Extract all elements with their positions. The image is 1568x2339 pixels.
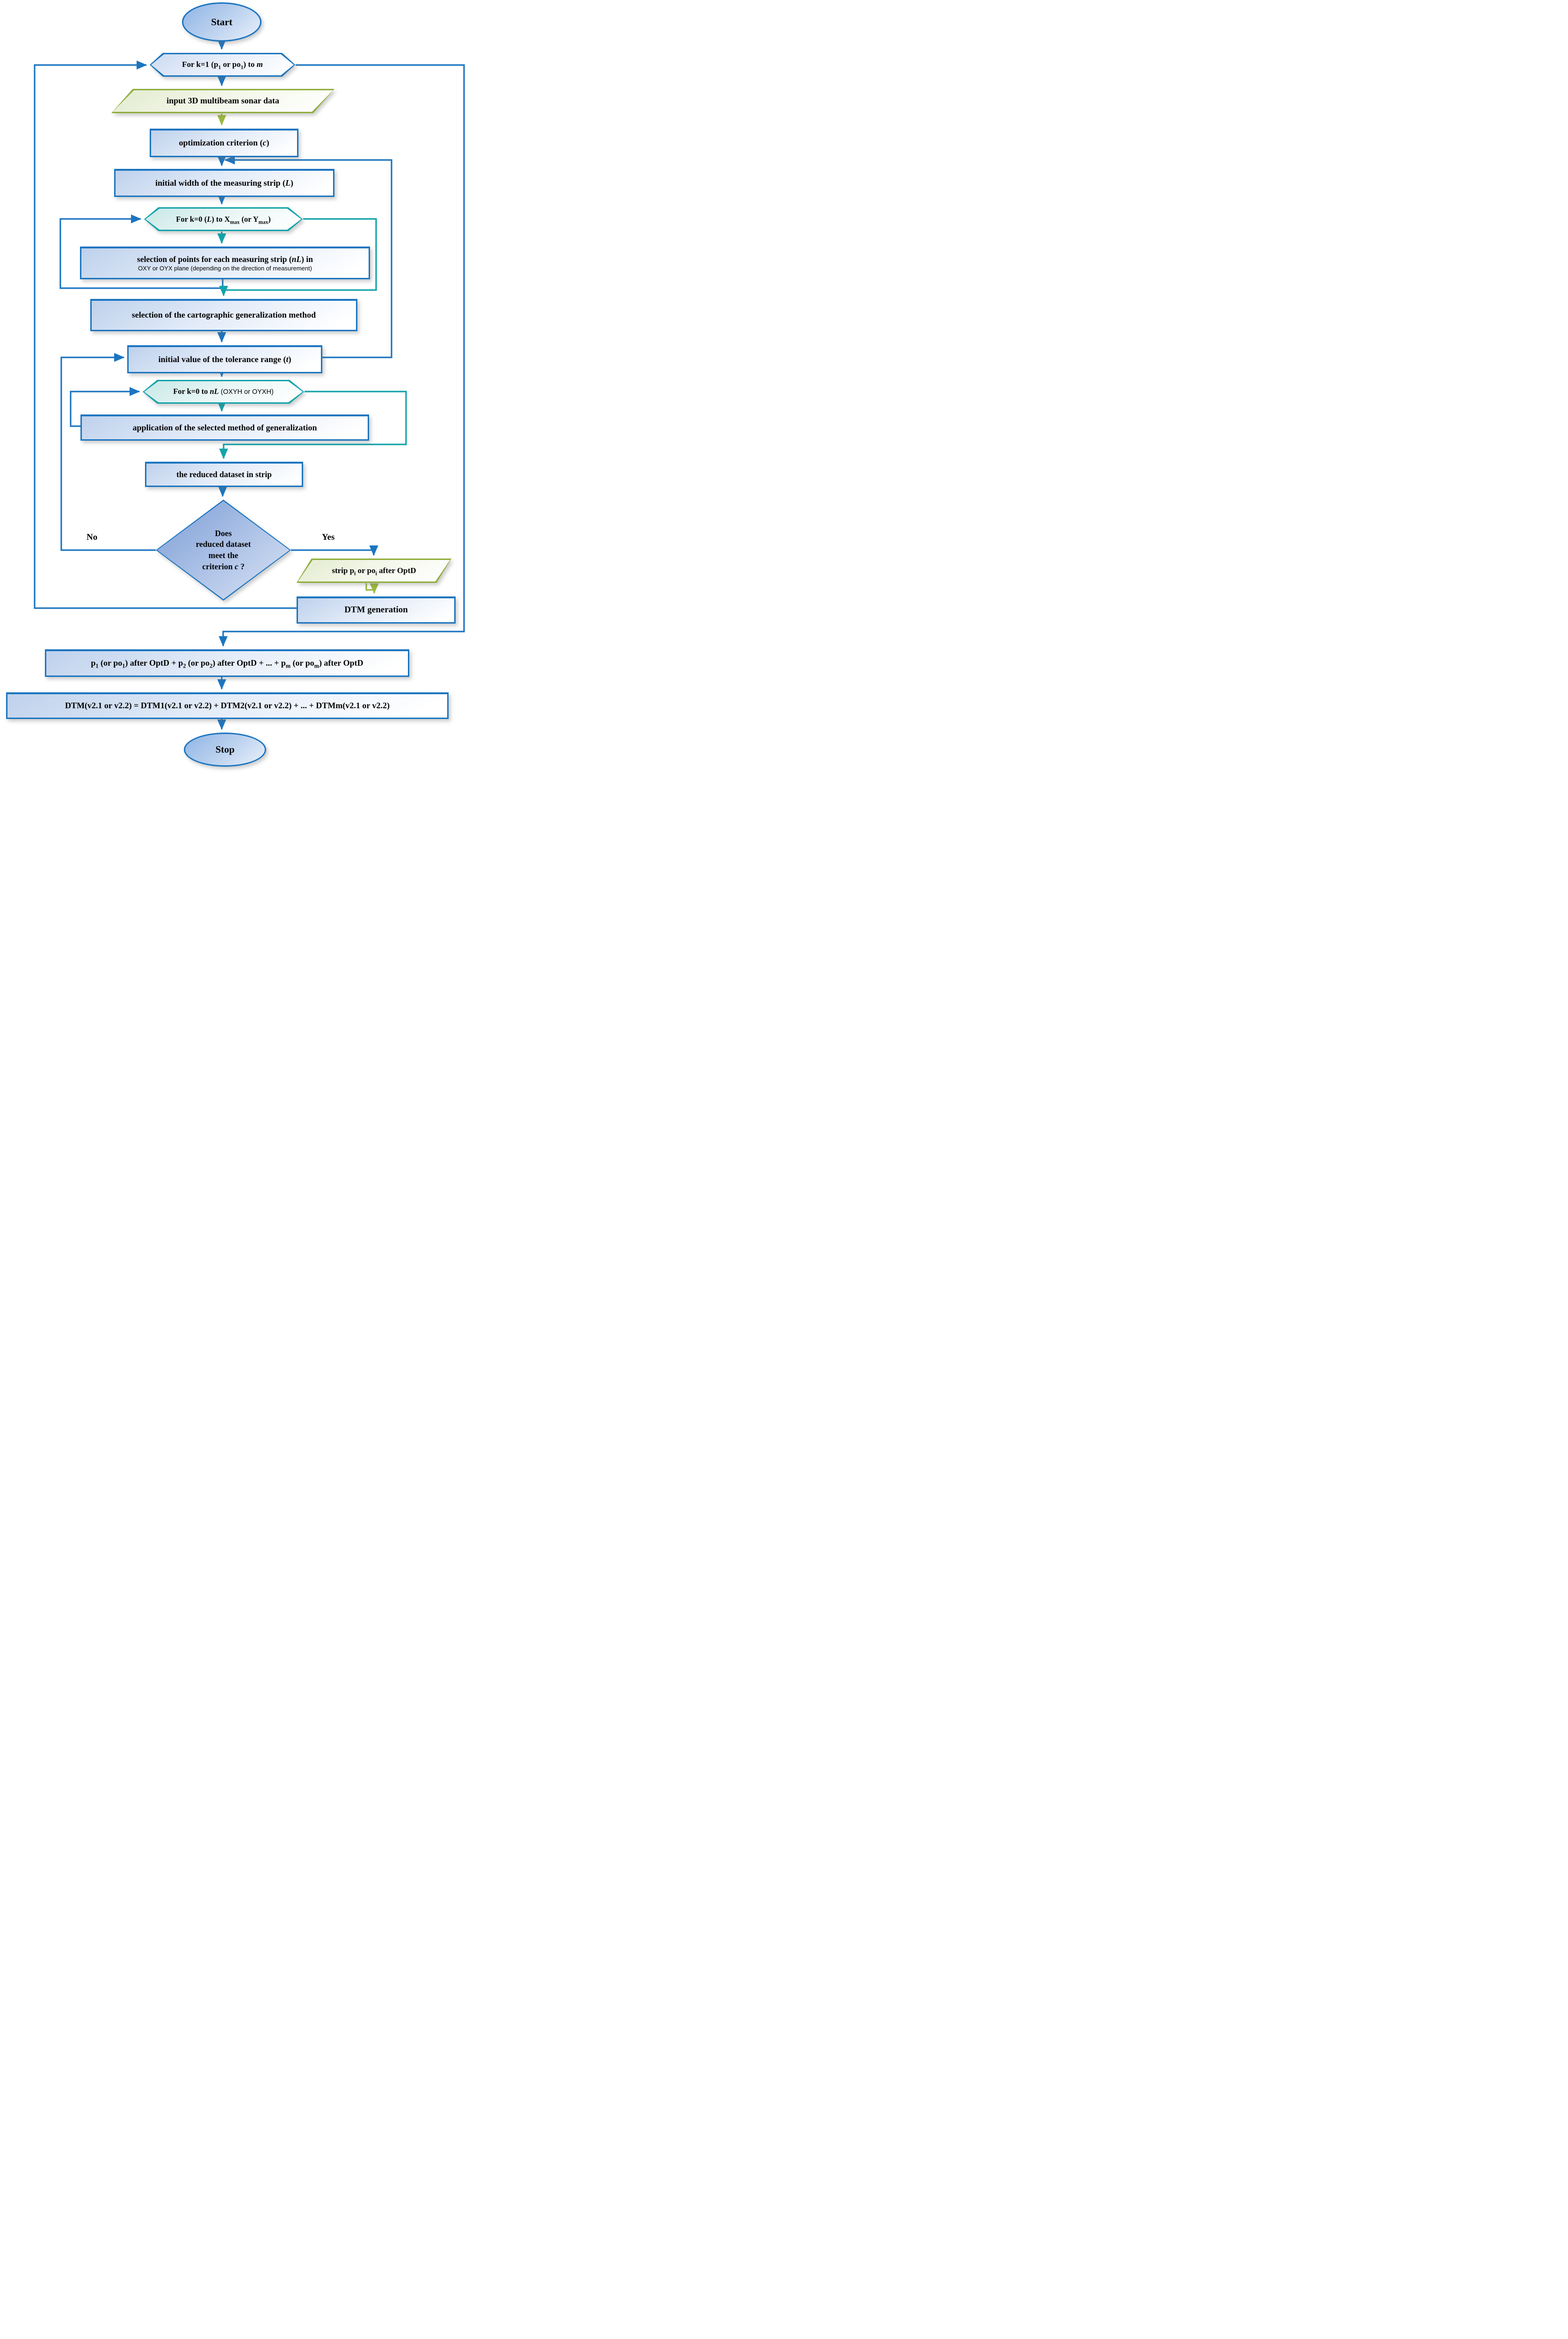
loop-width-hexagon: For k=0 (L) to Xmax (or Ymax) (144, 207, 303, 231)
loop-width-label: For k=0 (L) to Xmax (or Ymax) (176, 214, 271, 225)
edge-label-yes: Yes (322, 532, 335, 542)
start-terminator: Start (182, 2, 261, 42)
criterion-decision-diamond: Does reduced dataset meet the criterion … (156, 500, 291, 601)
dtm-final-label: DTM(v2.1 or v2.2) = DTM1(v2.1 or v2.2) +… (65, 701, 390, 711)
decision-line3: meet the (208, 551, 239, 560)
optimization-criterion-box: optimization criterion (c) (150, 129, 298, 157)
conn-strip-to-dtm (365, 583, 379, 594)
optimization-criterion-label: optimization criterion (c) (179, 138, 269, 148)
decision-label: Does reduced dataset meet the criterion … (193, 528, 254, 573)
select-points-label: selection of points for each measuring s… (134, 254, 316, 272)
flowchart-canvas: Start For k=1 (p1 or po1) to m input 3D … (0, 0, 471, 775)
conn-decision-yes (291, 545, 378, 556)
reduced-dataset-box: the reduced dataset in strip (145, 462, 303, 487)
combine-strips-box: p1 (or po1) after OptD + p2 (or po2) aft… (45, 649, 409, 677)
decision-line2: reduced dataset (196, 539, 251, 549)
reduced-dataset-label: the reduced dataset in strip (176, 470, 272, 479)
initial-width-label: initial width of the measuring strip (L) (155, 178, 293, 188)
conn-decision-no (60, 353, 156, 551)
loop-strips-hexagon: For k=1 (p1 or po1) to m (150, 53, 295, 77)
loop-points-hexagon: For k=0 to nL (OXYH or OYXH) (143, 380, 304, 404)
loop-strips-label: For k=1 (p1 or po1) to m (182, 60, 263, 71)
dtm-generation-box: DTM generation (297, 596, 456, 624)
dtm-final-box: DTM(v2.1 or v2.2) = DTM1(v2.1 or v2.2) +… (6, 692, 449, 719)
strip-after-optd-label: strip pi or poi after OptD (332, 566, 416, 577)
start-label: Start (211, 16, 232, 28)
strip-after-optd-parallelogram: strip pi or poi after OptD (297, 559, 451, 583)
tolerance-box: initial value of the tolerance range (t) (127, 345, 322, 373)
select-points-line1: selection of points for each measuring s… (137, 254, 313, 264)
tolerance-label: initial value of the tolerance range (t) (158, 354, 291, 364)
input-data-label: input 3D multibeam sonar data (167, 96, 279, 106)
select-method-box: selection of the cartographic generaliza… (90, 299, 357, 331)
initial-width-box: initial width of the measuring strip (L) (114, 169, 334, 197)
loop-points-label: For k=0 to nL (OXYH or OYXH) (173, 387, 274, 396)
stop-label: Stop (215, 744, 235, 755)
select-method-label: selection of the cartographic generaliza… (131, 310, 316, 320)
input-data-parallelogram: input 3D multibeam sonar data (111, 89, 334, 113)
decision-line1: Does (215, 528, 232, 538)
decision-line4: criterion c ? (202, 561, 245, 571)
apply-method-box: application of the selected method of ge… (80, 414, 369, 441)
apply-method-label: application of the selected method of ge… (132, 422, 317, 432)
dtm-generation-label: DTM generation (344, 605, 408, 615)
select-points-line2: OXY or OYX plane (depending on the direc… (138, 264, 312, 272)
stop-terminator: Stop (184, 733, 266, 767)
edge-label-no: No (87, 532, 98, 542)
select-points-box: selection of points for each measuring s… (80, 247, 370, 279)
combine-strips-label: p1 (or po1) after OptD + p2 (or po2) aft… (91, 658, 363, 669)
